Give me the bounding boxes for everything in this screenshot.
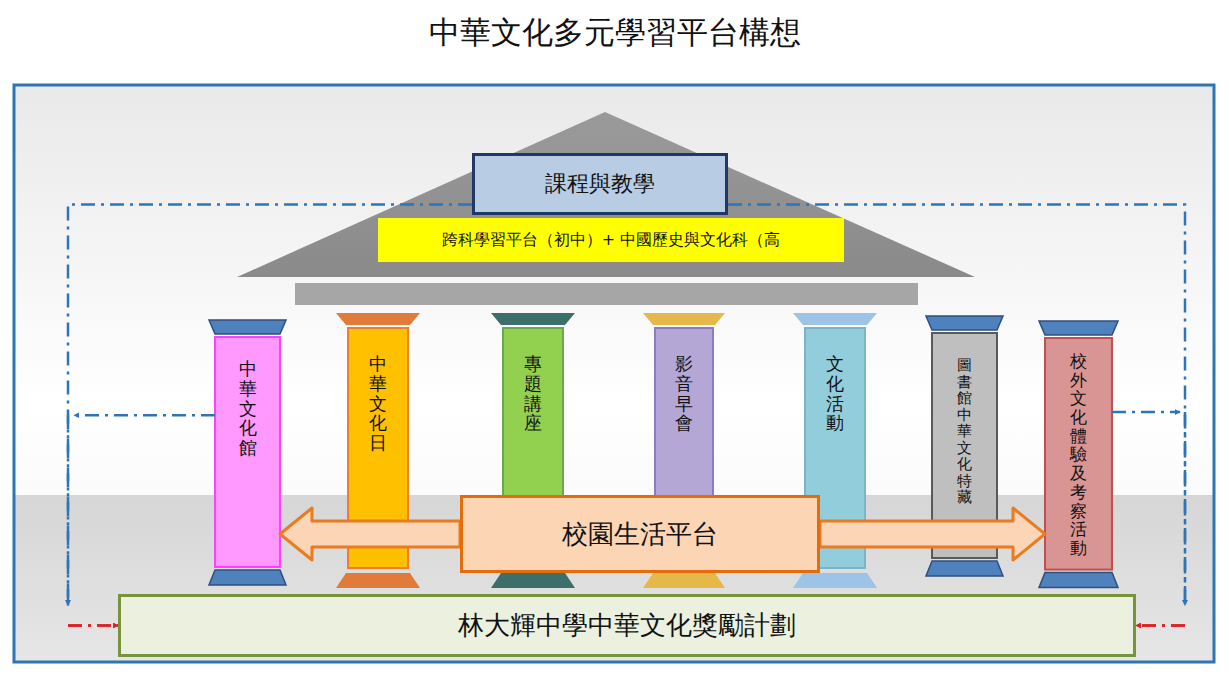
pillar-label: 中華文化日 (369, 354, 387, 453)
dash-dot-arrow (1136, 624, 1185, 627)
pillar-capital (336, 313, 420, 325)
box-label: 跨科學習平台（初中）+ 中國歷史與文化科（高 (442, 230, 781, 251)
pillar-base (793, 573, 877, 588)
heading-box: 課程與教學 (472, 153, 728, 215)
pillar-base (1039, 573, 1118, 588)
roof-beam (295, 283, 918, 305)
pillar-capital (793, 313, 877, 325)
frame-border (14, 85, 1214, 662)
dash-dot-arrow (74, 414, 215, 417)
pillar-base (336, 573, 420, 588)
pillar-capital (491, 313, 575, 325)
block-arrow (820, 508, 1045, 560)
pillar-base (491, 573, 575, 588)
pillar-capital (209, 320, 286, 334)
pillar-capital (926, 316, 1003, 330)
box-label: 校園生活平台 (562, 517, 718, 552)
pillar-label: 文化活動 (826, 354, 844, 433)
pillar-box: 中華文化館 (215, 337, 280, 567)
box-label: 課程與教學 (545, 169, 655, 199)
pillar-base (209, 570, 286, 585)
pillar-capital (1039, 321, 1118, 335)
pillar-capital (643, 313, 725, 325)
floor (14, 495, 1214, 662)
pillar-base (926, 561, 1003, 576)
pillar-label: 影音早會 (675, 354, 693, 433)
block-arrow-shape (820, 508, 1045, 560)
platform-box: 校園生活平台 (460, 495, 820, 573)
pillar-box: 圖書館中華文化特藏 (932, 333, 997, 558)
dash-dot-arrow (68, 204, 472, 605)
diagram-title: 中華文化多元學習平台構想 (0, 12, 1230, 54)
block-arrow-shape (280, 508, 460, 560)
frame-ground (14, 85, 1214, 662)
dash-dot-arrow (1136, 624, 1185, 627)
pillar-label: 圖書館中華文化特藏 (957, 357, 972, 506)
pillar-box: 中華文化日 (348, 328, 408, 568)
pillar-box: 校外文化體驗及考察活動 (1045, 338, 1112, 570)
pillar-label: 專題講座 (524, 354, 542, 433)
pillar-base (643, 573, 725, 588)
roof (237, 112, 975, 277)
dash-dot-arrow (1184, 412, 1187, 605)
dash-dot-arrow (68, 624, 118, 627)
dash-dot-arrow (67, 415, 70, 605)
pillar-shaft (1045, 338, 1112, 570)
pillar-shaft (215, 337, 280, 567)
dash-dot-arrow (1112, 411, 1180, 414)
box-label: 林大輝中學中華文化獎勵計劃 (458, 608, 796, 643)
scheme-band: 林大輝中學中華文化獎勵計劃 (118, 594, 1136, 657)
curriculum-band: 跨科學習平台（初中）+ 中國歷史與文化科（高 (378, 218, 844, 262)
pillar-label: 中華文化館 (239, 359, 257, 458)
dash-dot-arrow (68, 624, 118, 627)
pillar-label: 校外文化體驗及考察活動 (1070, 352, 1087, 558)
pillar-bodies (209, 313, 1118, 588)
flow-arrow (68, 204, 472, 625)
block-arrow (280, 508, 460, 560)
